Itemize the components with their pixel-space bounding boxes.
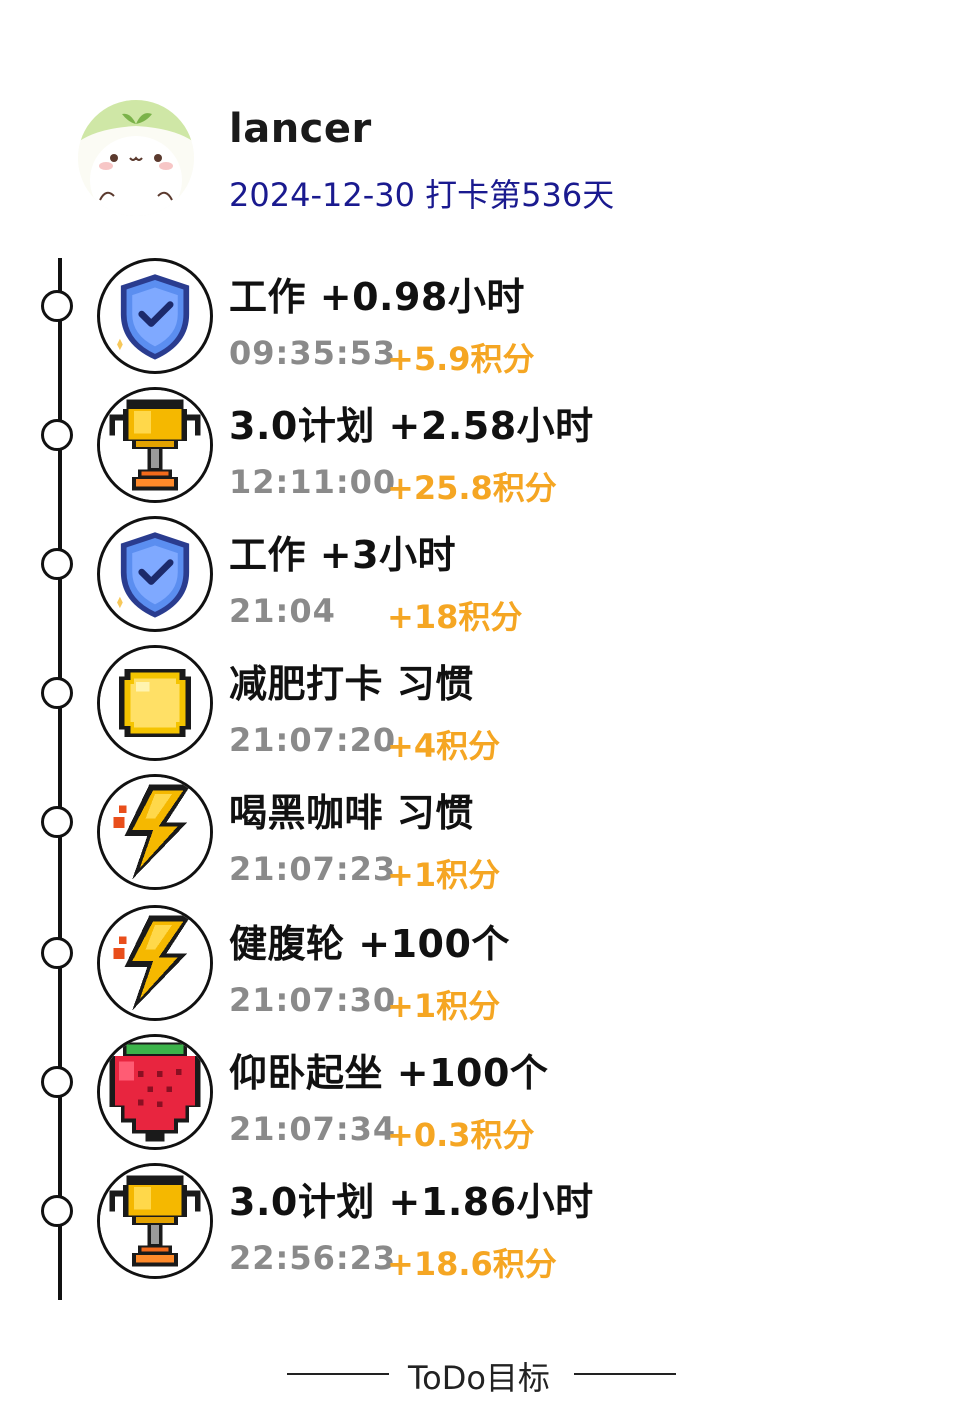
- timeline-entry[interactable]: 喝黑咖啡 习惯 21:07:23 +1积分: [0, 772, 963, 900]
- timeline-node: [41, 1066, 73, 1098]
- timeline-node: [41, 419, 73, 451]
- username: lancer: [229, 106, 372, 152]
- entry-points: +1积分: [387, 987, 501, 1025]
- entry-title: 仰卧起坐 +100个: [229, 1051, 549, 1095]
- footer-divider-left: [287, 1373, 389, 1375]
- checkin-date-streak: 2024-12-30 打卡第536天: [229, 176, 615, 214]
- entry-time: 09:35:53: [229, 334, 397, 372]
- entry-points: +18积分: [387, 598, 523, 636]
- lightning-icon: [97, 774, 213, 890]
- entry-points: +4积分: [387, 727, 501, 765]
- shield-check-icon: [97, 258, 213, 374]
- entry-points: +0.3积分: [387, 1116, 535, 1154]
- timeline-node: [41, 937, 73, 969]
- timeline-node: [41, 677, 73, 709]
- footer-divider-right: [574, 1373, 676, 1375]
- shield-check-icon: [97, 516, 213, 632]
- timeline-entry[interactable]: 减肥打卡 习惯 21:07:20 +4积分: [0, 643, 963, 771]
- timeline-node: [41, 290, 73, 322]
- entry-title: 喝黑咖啡 习惯: [229, 791, 474, 835]
- entry-time: 21:07:20: [229, 721, 397, 759]
- timeline-entry[interactable]: 仰卧起坐 +100个 21:07:34 +0.3积分: [0, 1032, 963, 1160]
- todo-goals-link[interactable]: ToDo目标: [408, 1359, 550, 1397]
- entry-title: 健腹轮 +100个: [229, 922, 510, 966]
- avatar[interactable]: [78, 100, 194, 216]
- entry-title: 工作 +3小时: [229, 533, 457, 577]
- entry-title: 减肥打卡 习惯: [229, 662, 474, 706]
- timeline-entry[interactable]: 3.0计划 +2.58小时 12:11:00 +25.8积分: [0, 385, 963, 513]
- entry-time: 12:11:00: [229, 463, 397, 501]
- lightning-icon: [97, 905, 213, 1021]
- timeline-line: [58, 258, 62, 1300]
- timeline-node: [41, 1195, 73, 1227]
- entry-title: 工作 +0.98小时: [229, 275, 525, 319]
- entry-title: 3.0计划 +2.58小时: [229, 404, 594, 448]
- entry-time: 22:56:23: [229, 1239, 397, 1277]
- strawberry-icon: [97, 1034, 213, 1150]
- trophy-icon: [97, 387, 213, 503]
- timeline-entry[interactable]: 3.0计划 +1.86小时 22:56:23 +18.6积分: [0, 1161, 963, 1289]
- entry-title: 3.0计划 +1.86小时: [229, 1180, 594, 1224]
- trophy-icon: [97, 1163, 213, 1279]
- timeline-entry[interactable]: 健腹轮 +100个 21:07:30 +1积分: [0, 903, 963, 1031]
- timeline-entry[interactable]: 工作 +3小时 21:04 +18积分: [0, 514, 963, 642]
- entry-points: +18.6积分: [387, 1245, 557, 1283]
- timeline-entry[interactable]: 工作 +0.98小时 09:35:53 +5.9积分: [0, 256, 963, 384]
- timeline-node: [41, 548, 73, 580]
- timeline-node: [41, 806, 73, 838]
- entry-time: 21:07:30: [229, 981, 397, 1019]
- entry-time: 21:04: [229, 592, 336, 630]
- coin-icon: [97, 645, 213, 761]
- sprout-mochi-avatar-icon: [78, 100, 194, 216]
- entry-time: 21:07:34: [229, 1110, 397, 1148]
- entry-points: +1积分: [387, 856, 501, 894]
- entry-points: +5.9积分: [387, 340, 535, 378]
- entry-time: 21:07:23: [229, 850, 397, 888]
- entry-points: +25.8积分: [387, 469, 557, 507]
